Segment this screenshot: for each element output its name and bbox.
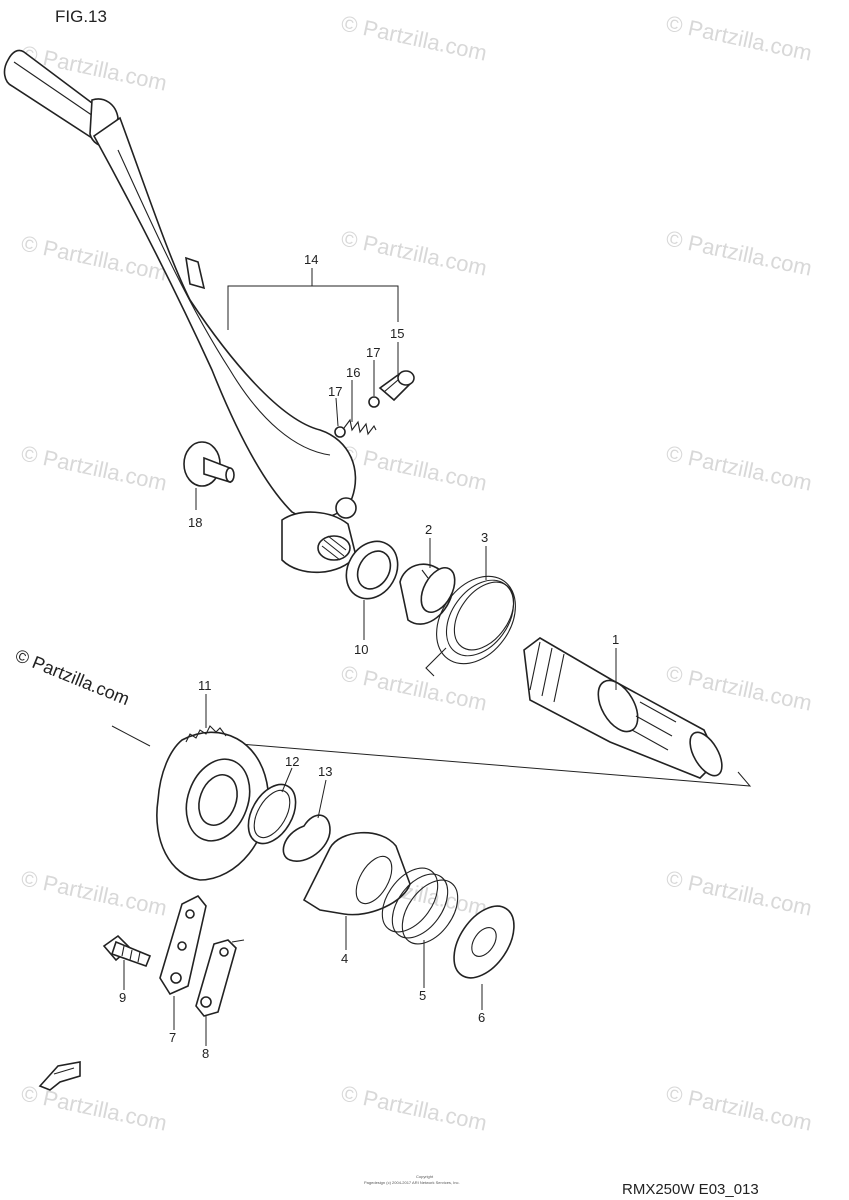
callout-11: 11 bbox=[198, 678, 212, 693]
plate-8 bbox=[195, 939, 245, 1017]
watermark: © Partzilla.com bbox=[664, 660, 814, 715]
callout-4: 4 bbox=[341, 951, 348, 966]
watermark: © Partzilla.com bbox=[19, 1080, 169, 1135]
watermark: © Partzilla.com bbox=[339, 10, 489, 65]
bolt-9 bbox=[102, 934, 152, 968]
callout-12: 12 bbox=[285, 754, 299, 769]
callout-14-bracket bbox=[227, 268, 399, 330]
callout-16: 16 bbox=[346, 365, 360, 380]
watermark: © Partzilla.com bbox=[19, 230, 169, 285]
watermark: © Partzilla.com bbox=[664, 865, 814, 920]
watermark: © Partzilla.com bbox=[664, 1080, 814, 1135]
callout-labels: 1 2 3 4 5 6 7 8 9 10 11 12 13 14 15 16 1… bbox=[119, 252, 619, 1061]
reference-line bbox=[111, 725, 752, 787]
gear-11 bbox=[156, 725, 269, 881]
callout-5: 5 bbox=[419, 988, 426, 1003]
circlip-13 bbox=[282, 814, 331, 862]
washer-10 bbox=[345, 540, 399, 600]
kick-shaft-1 bbox=[523, 637, 723, 779]
collar-2 bbox=[399, 563, 456, 625]
callout-1: 1 bbox=[612, 632, 619, 647]
bolt-15 bbox=[378, 370, 415, 402]
callout-8: 8 bbox=[202, 1046, 209, 1061]
callout-6: 6 bbox=[478, 1010, 485, 1025]
watermark: © Partzilla.com bbox=[664, 225, 814, 280]
watermark: © Partzilla.com bbox=[339, 225, 489, 280]
washer-6 bbox=[453, 905, 515, 979]
callout-15: 15 bbox=[390, 326, 404, 341]
callout-13: 13 bbox=[318, 764, 332, 779]
copyright-line2: Pagedesign (c) 2004-2017 ARI Network Ser… bbox=[364, 1180, 460, 1185]
spring-5 bbox=[381, 867, 459, 945]
watermark: © Partzilla.com bbox=[664, 440, 814, 495]
front-arrow-icon bbox=[38, 1061, 81, 1091]
watermark: © Partzilla.com bbox=[339, 660, 489, 715]
watermark: © Partzilla.com bbox=[664, 10, 814, 65]
figure-code: RMX250W E03_013 bbox=[622, 1181, 759, 1198]
figure-title: FIG.13 bbox=[55, 7, 107, 26]
watermark: © Partzilla.com bbox=[19, 440, 169, 495]
callout-3: 3 bbox=[481, 530, 488, 545]
side-watermark: © Partzilla.com bbox=[13, 645, 133, 709]
ball-17b bbox=[368, 396, 380, 408]
copyright-line1: Copyright bbox=[416, 1174, 434, 1179]
callout-18: 18 bbox=[188, 515, 202, 530]
plate-7 bbox=[159, 894, 207, 996]
watermark: © Partzilla.com bbox=[339, 440, 489, 495]
callout-10: 10 bbox=[354, 642, 368, 657]
callout-2: 2 bbox=[425, 522, 432, 537]
callout-14: 14 bbox=[304, 252, 318, 267]
watermark: © Partzilla.com bbox=[19, 865, 169, 920]
kick-lever bbox=[3, 49, 357, 574]
spring-16 bbox=[343, 418, 377, 436]
callout-17a: 17 bbox=[366, 345, 380, 360]
callout-17b: 17 bbox=[328, 384, 342, 399]
leader-lines bbox=[123, 342, 617, 1046]
callout-7: 7 bbox=[169, 1030, 176, 1045]
callout-9: 9 bbox=[119, 990, 126, 1005]
spring-3 bbox=[425, 575, 516, 677]
ball-17a bbox=[334, 426, 346, 438]
watermark: © Partzilla.com bbox=[339, 1080, 489, 1135]
circlip-12 bbox=[247, 783, 297, 845]
pin-18 bbox=[183, 441, 235, 487]
